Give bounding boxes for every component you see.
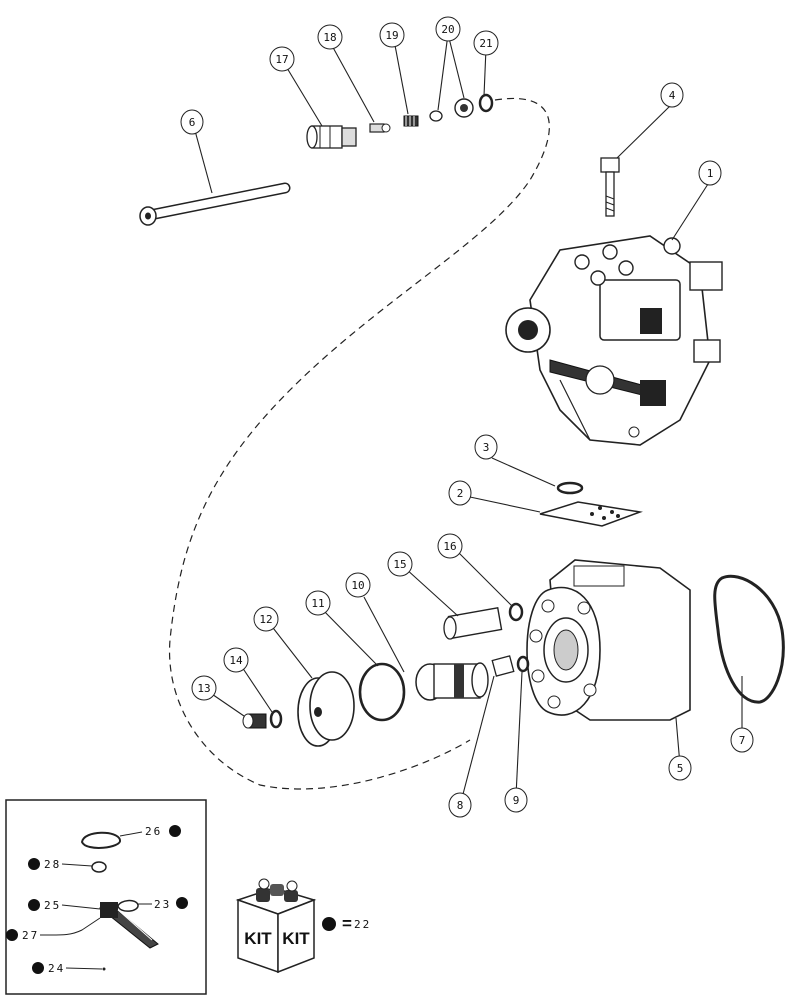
part-16-washer (508, 602, 524, 622)
part-15-fitting (443, 607, 503, 640)
kit-box-contents (256, 878, 298, 902)
part-20-ball (429, 110, 443, 122)
callout-18: 18 (317, 24, 343, 50)
svg-text:2: 2 (457, 487, 464, 500)
inset-label-28: 28 (44, 858, 61, 871)
part-1-pump-assembly (505, 235, 723, 446)
svg-text:17: 17 (275, 53, 288, 66)
kit-number-22: 22 (354, 918, 371, 931)
svg-text:7: 7 (739, 734, 746, 747)
callout-7: 7 (730, 727, 754, 753)
svg-text:18: 18 (323, 31, 336, 44)
callout-16: 16 (437, 533, 463, 559)
svg-text:4: 4 (669, 89, 676, 102)
inset-label-24: 24 (48, 962, 65, 975)
part-8-spool (491, 655, 515, 677)
part-17-fitting (306, 125, 357, 149)
part-10-valve (415, 662, 489, 701)
svg-text:15: 15 (393, 558, 406, 571)
part-20-seat (454, 98, 474, 118)
callout-2: 2 (448, 480, 472, 506)
callout-5: 5 (668, 755, 692, 781)
svg-text:9: 9 (513, 794, 520, 807)
svg-text:20: 20 (441, 23, 454, 36)
inset-part-28-ring (91, 861, 107, 873)
kit-text-left: KIT (244, 929, 272, 948)
callout-17: 17 (269, 46, 295, 72)
callout-13: 13 (191, 675, 217, 701)
callout-20: 20 (435, 16, 461, 42)
inset-part-23-seal (117, 899, 139, 912)
callout-1: 1 (698, 160, 722, 186)
part-14-washer (269, 709, 283, 729)
leader-lines (193, 33, 743, 799)
callout-10: 10 (345, 572, 371, 598)
svg-text:6: 6 (189, 116, 196, 129)
inset-bullet-24 (32, 962, 44, 974)
part-13-plug (242, 713, 267, 729)
inset-bullet-25 (28, 899, 40, 911)
inset-part-25-harness (99, 902, 159, 949)
callout-4: 4 (660, 82, 684, 108)
part-12-cover (297, 671, 355, 747)
part-2-gasket (539, 501, 643, 527)
callout-15: 15 (387, 551, 413, 577)
inset-label-26: 26 (145, 825, 162, 838)
callout-19: 19 (379, 22, 405, 48)
part-21-washer (478, 93, 494, 113)
kit-equals-sign: = (342, 914, 352, 933)
inset-label-27: 27 (22, 929, 39, 942)
kit-box-icon: KIT KIT (235, 878, 317, 974)
part-6-bolt (139, 182, 291, 226)
inset-part-26-seal (80, 831, 121, 849)
svg-text:12: 12 (259, 613, 272, 626)
inset-bullet-28 (28, 858, 40, 870)
svg-text:3: 3 (483, 441, 490, 454)
svg-text:19: 19 (385, 29, 398, 42)
svg-text:10: 10 (351, 579, 364, 592)
svg-text:1: 1 (707, 167, 714, 180)
inset-bullet-23 (176, 897, 188, 909)
inset-label-25: 25 (44, 899, 61, 912)
svg-text:11: 11 (311, 597, 324, 610)
svg-text:16: 16 (443, 540, 456, 553)
callout-14: 14 (223, 647, 249, 673)
part-11-o-ring (358, 662, 406, 722)
kit-text-right: KIT (282, 929, 310, 948)
inset-bullet-26 (169, 825, 181, 837)
svg-text:8: 8 (457, 799, 464, 812)
svg-text:5: 5 (677, 762, 684, 775)
part-5-housing (526, 559, 691, 721)
part-7-large-o-ring (713, 574, 785, 704)
svg-text:21: 21 (479, 37, 492, 50)
callout-9: 9 (504, 787, 528, 813)
inset-bullet-27 (6, 929, 18, 941)
svg-text:13: 13 (197, 682, 210, 695)
part-19-spring (403, 115, 419, 127)
callout-3: 3 (474, 434, 498, 460)
callout-12: 12 (253, 606, 279, 632)
seal-kit-inset: 26 28 25 23 27 24 (5, 799, 207, 995)
inset-label-23: 23 (154, 898, 171, 911)
kit-bullet (322, 917, 336, 931)
svg-text:14: 14 (229, 654, 243, 667)
dashed-assembly-path (168, 97, 550, 790)
part-3-o-ring (556, 481, 584, 495)
part-18-pin (369, 123, 391, 133)
callout-8: 8 (448, 792, 472, 818)
callout-6: 6 (180, 109, 204, 135)
callout-11: 11 (305, 590, 331, 616)
part-9-o-ring (516, 655, 530, 673)
part-4-bolt (600, 157, 620, 217)
inset-part-24-pin (102, 967, 106, 971)
callout-21: 21 (473, 30, 499, 56)
